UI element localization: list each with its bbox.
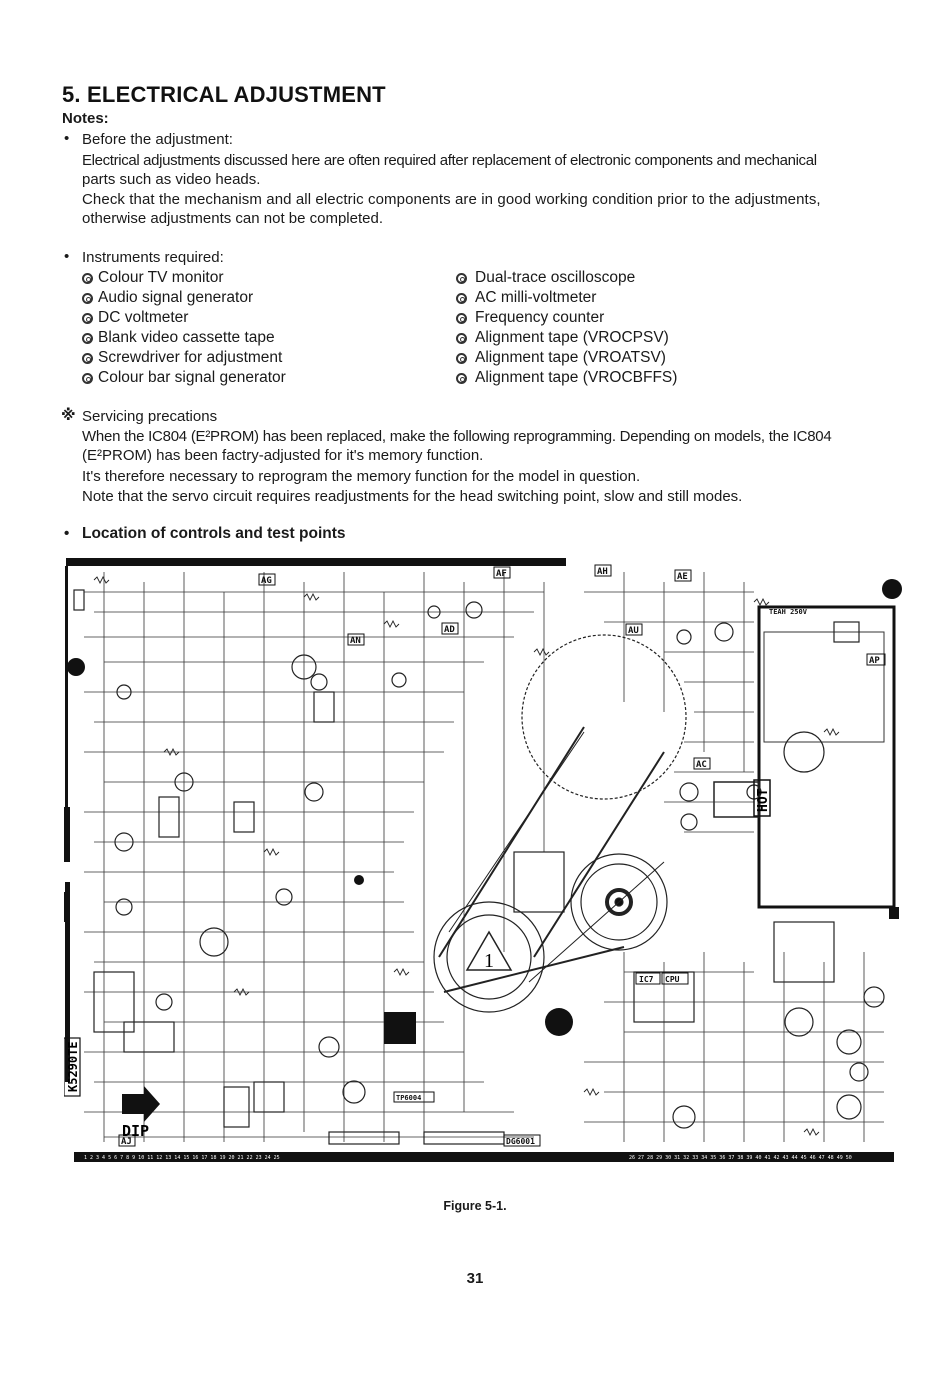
- double-circle-icon: [82, 292, 93, 304]
- pcb-drawing: 1 AG AF AH AE AD: [64, 558, 902, 1162]
- bullet-dot: •: [64, 525, 70, 542]
- notes-label: Notes:: [62, 110, 109, 127]
- svg-text:1 2 3 4 5 6 7 8 9 10 11 12 13: 1 2 3 4 5 6 7 8 9 10 11 12 13 14 15 16 1…: [84, 1155, 280, 1161]
- bullet-dot: •: [64, 130, 70, 147]
- double-circle-icon: [82, 272, 93, 284]
- double-circle-icon: [456, 292, 467, 304]
- hot-label: HOT: [756, 788, 771, 812]
- double-circle-icon: [456, 332, 467, 344]
- instrument-item: DC voltmeter: [82, 308, 286, 328]
- servicing-line4: Note that the servo circuit requires rea…: [82, 488, 743, 505]
- test-point-ac: AC: [696, 760, 707, 770]
- dg-label: DG6001: [506, 1137, 535, 1146]
- instrument-item: Alignment tape (VROCBFFS): [456, 368, 677, 388]
- test-point-ad: AD: [444, 625, 455, 635]
- dip-arrow-icon: [122, 1086, 160, 1122]
- instrument-item: Alignment tape (VROCPSV): [456, 328, 677, 348]
- mounting-hole: [67, 658, 85, 676]
- section-heading: 5. ELECTRICAL ADJUSTMENT: [62, 82, 386, 107]
- before-para2-line2: otherwise adjustments can not be complet…: [82, 210, 384, 227]
- trace-pattern: [84, 572, 884, 1142]
- test-point-ap: AP: [869, 656, 880, 666]
- location-title: Location of controls and test points: [82, 525, 346, 542]
- double-circle-icon: [82, 352, 93, 364]
- instrument-item: Audio signal generator: [82, 288, 286, 308]
- svg-text:26 27 28 29 30 31 32 33 34 35: 26 27 28 29 30 31 32 33 34 35 36 37 38 3…: [629, 1155, 852, 1161]
- tp-label: TP6004: [396, 1094, 421, 1102]
- double-circle-icon: [82, 332, 93, 344]
- board-top-edge: [66, 558, 566, 566]
- cpu-label: CPU: [665, 975, 680, 984]
- instrument-item: Alignment tape (VROATSV): [456, 348, 677, 368]
- power-board-outline: [757, 605, 896, 909]
- double-circle-icon: [456, 312, 467, 324]
- instrument-item: Dual-trace oscilloscope: [456, 268, 677, 288]
- figure-triangle-number: 1: [484, 950, 494, 972]
- double-circle-icon: [82, 372, 93, 384]
- before-para2-line1: Check that the mechanism and all electri…: [82, 191, 821, 208]
- test-point-an: AN: [350, 636, 361, 646]
- before-title: Before the adjustment:: [82, 131, 233, 148]
- test-point-ae: AE: [677, 572, 688, 582]
- head-drum-area: [433, 634, 687, 1013]
- fuse-label: TEAH 250V: [769, 608, 808, 616]
- double-circle-icon: [456, 372, 467, 384]
- dip-label: DIP: [122, 1122, 149, 1140]
- instrument-item: AC milli-voltmeter: [456, 288, 677, 308]
- double-circle-icon: [456, 352, 467, 364]
- test-point-au: AU: [628, 626, 639, 636]
- bullet-dot: •: [64, 248, 70, 265]
- before-para1-line2: parts such as video heads.: [82, 171, 261, 188]
- ic-black-square: [384, 1012, 416, 1044]
- pcb-figure: 1 AG AF AH AE AD: [64, 552, 904, 1182]
- figure-caption: Figure 5-1.: [443, 1199, 507, 1213]
- before-para1-line1: Electrical adjustments discussed here ar…: [82, 152, 817, 169]
- servicing-title: Servicing precations: [82, 408, 218, 425]
- double-circle-icon: [456, 272, 467, 284]
- test-point-aj: AJ: [121, 1137, 132, 1147]
- page-number: 31: [466, 1270, 484, 1287]
- model-label: K5290TE: [66, 1041, 80, 1092]
- instruments-title: Instruments required:: [82, 249, 224, 266]
- servicing-line3: It's therefore necessary to reprogram th…: [82, 468, 641, 485]
- instrument-item: Screwdriver for adjustment: [82, 348, 286, 368]
- instrument-item: Colour TV monitor: [82, 268, 286, 288]
- test-point-ag: AG: [261, 576, 272, 586]
- instrument-item: Colour bar signal generator: [82, 368, 286, 388]
- ic-label: IC7: [639, 975, 654, 984]
- test-point-ah: AH: [597, 567, 608, 577]
- servicing-line2: (E²PROM) has been factry-adjusted for it…: [82, 447, 484, 464]
- instrument-item: Frequency counter: [456, 308, 677, 328]
- instrument-item: Blank video cassette tape: [82, 328, 286, 348]
- instruments-right-list: Dual-trace oscilloscope AC milli-voltmet…: [456, 268, 677, 388]
- double-circle-icon: [82, 312, 93, 324]
- servicing-line1: When the IC804 (E²PROM) has been replace…: [82, 428, 832, 445]
- board-bottom-edge: [74, 1152, 894, 1162]
- reference-mark-icon: ※: [61, 407, 76, 424]
- instruments-left-list: Colour TV monitor Audio signal generator…: [82, 268, 286, 388]
- test-point-af: AF: [496, 569, 507, 579]
